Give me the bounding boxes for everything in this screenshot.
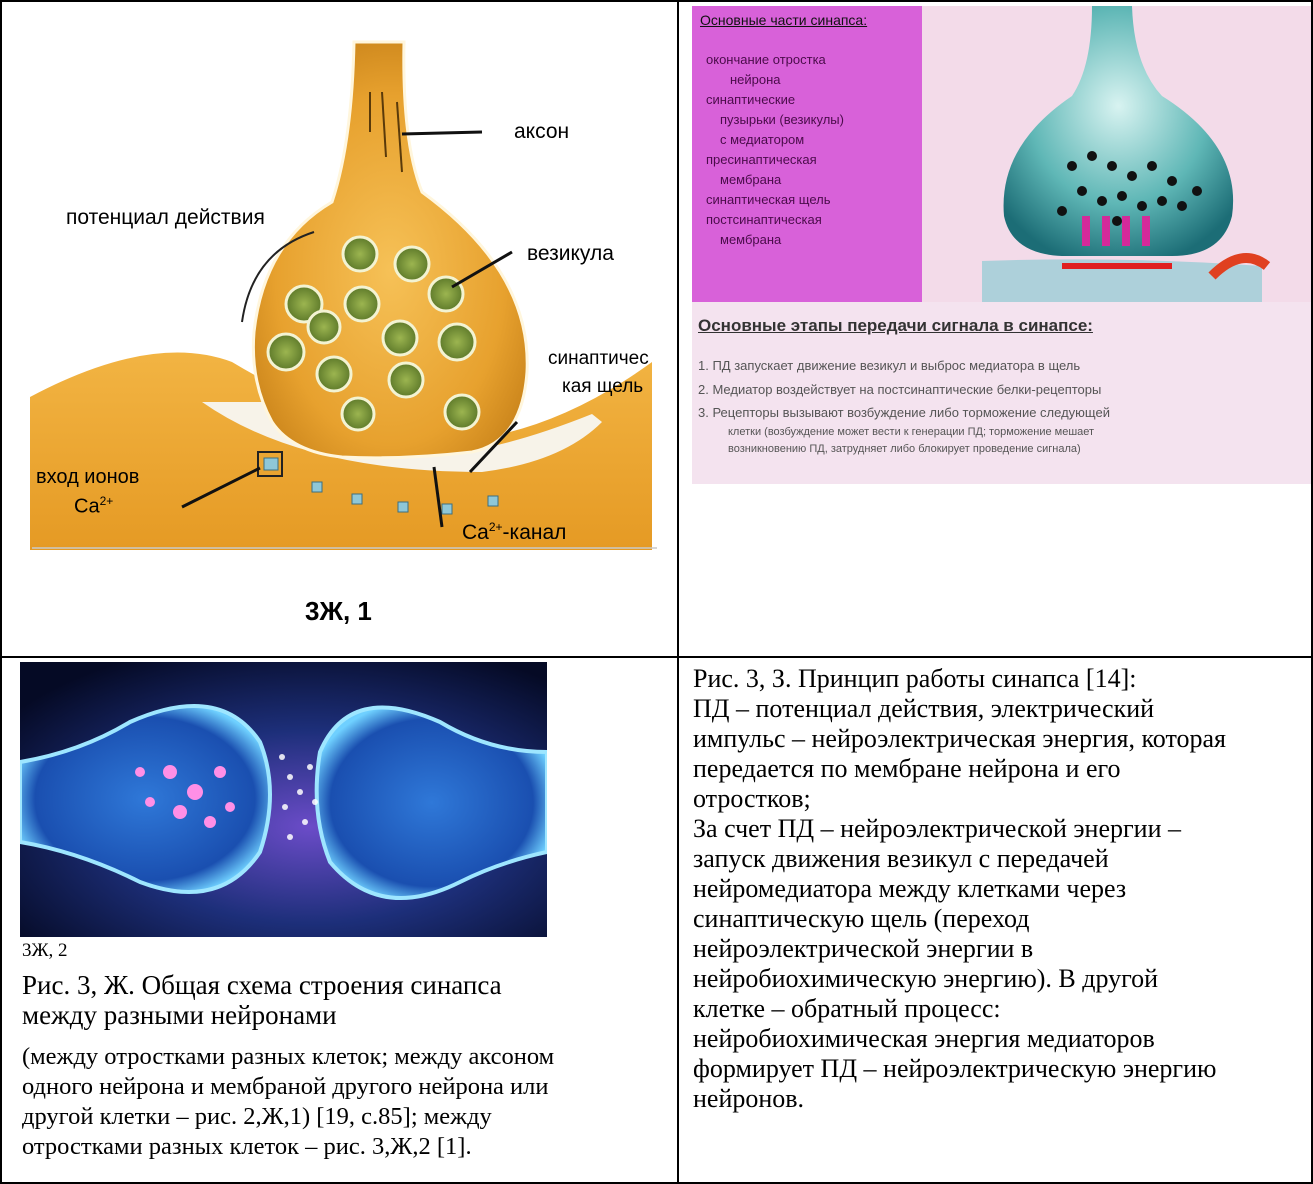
caption-right: Рис. 3, З. Принцип работы синапса [14]: … xyxy=(693,664,1309,1114)
slide-stages-list: 1. ПД запускает движение везикул и выбро… xyxy=(698,354,1308,458)
figure-synapse-diagram: аксон потенциал действия везикула синапт… xyxy=(2,2,677,656)
table-column-divider xyxy=(677,0,679,1184)
slide-synapse-svg xyxy=(922,6,1311,302)
slide-parts-list: окончание отростка нейрона синаптические… xyxy=(700,50,920,250)
axon-label: аксон xyxy=(514,120,569,144)
figure-2-label: 3Ж, 2 xyxy=(22,940,68,962)
figure-1-caption: 3Ж, 1 xyxy=(305,596,372,627)
caption-left-title: Рис. 3, Ж. Общая схема строения синапса … xyxy=(22,970,672,1030)
action-potential-label: потенциал действия xyxy=(66,206,265,230)
slide-stages-title: Основные этапы передачи сигнала в синапс… xyxy=(698,316,1093,336)
axon-terminal xyxy=(253,42,527,458)
slide-parts-title: Основные части синапса: xyxy=(700,12,867,28)
table-row-divider xyxy=(0,656,1313,658)
glowing-synapse-svg xyxy=(20,662,547,937)
slide-stages-panel: Основные этапы передачи сигнала в синапс… xyxy=(692,302,1311,484)
ca-channel-label: Ca2+-канал xyxy=(462,520,566,545)
cleft-label-line2: кая щель xyxy=(562,376,643,398)
ion-entry-label-line2: Ca2+ xyxy=(74,494,113,519)
synapse-diagram-svg xyxy=(2,2,677,656)
cleft-label-line1: синаптичес xyxy=(548,348,649,370)
slide-synapse-image xyxy=(922,6,1311,302)
slide-parts-panel: Основные части синапса: окончание отрост… xyxy=(692,6,922,302)
figure-slide: Основные части синапса: окончание отрост… xyxy=(692,6,1311,484)
caption-left-detail: (между отростками разных клеток; между а… xyxy=(22,1042,672,1162)
ion-entry-label-line1: вход ионов xyxy=(36,466,139,489)
figure-glowing-synapse xyxy=(20,662,547,937)
vesicle-label: везикула xyxy=(527,242,614,266)
